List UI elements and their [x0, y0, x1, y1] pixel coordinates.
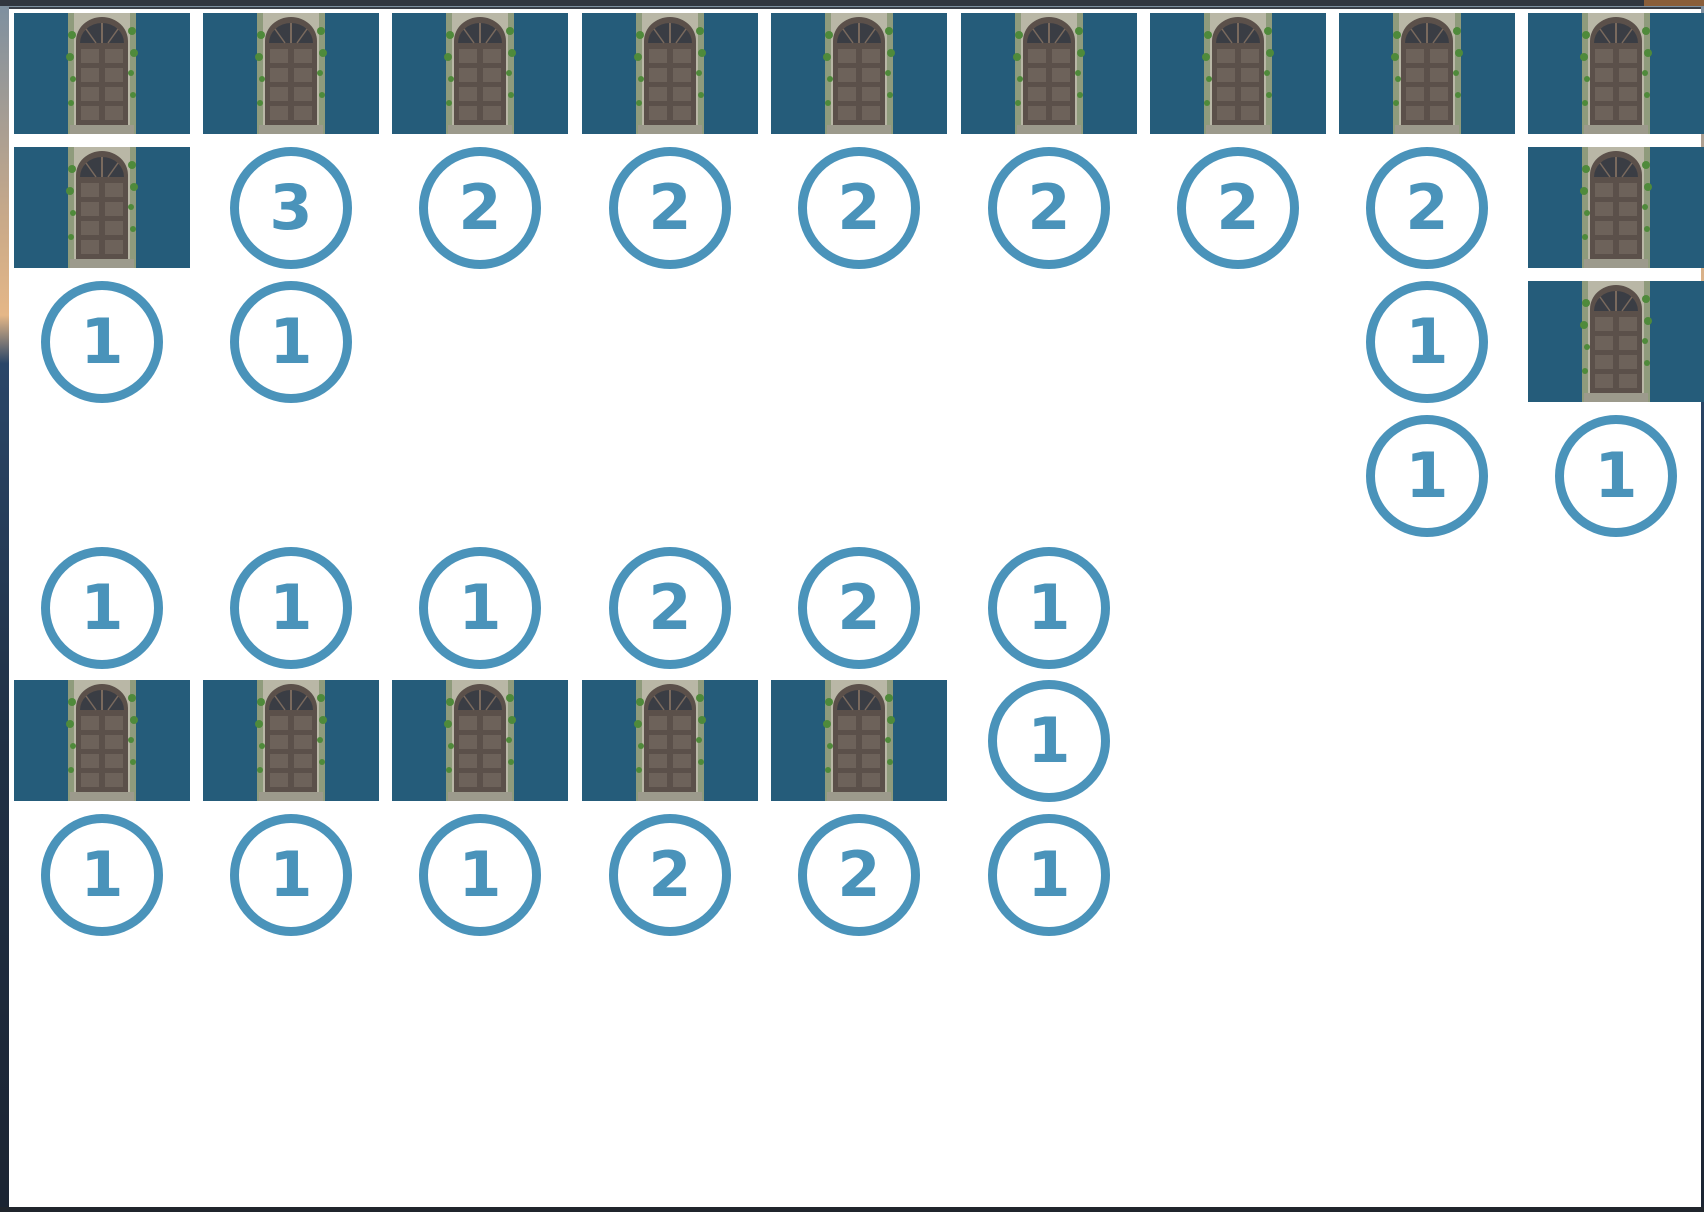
number-badge[interactable]: 1 [230, 281, 352, 403]
door-card[interactable] [203, 680, 379, 801]
number-badge[interactable]: 1 [230, 547, 352, 669]
door-card[interactable] [582, 680, 758, 801]
number-badge-value: 1 [458, 571, 502, 644]
number-badge[interactable]: 1 [1366, 415, 1488, 537]
number-badge[interactable]: 1 [988, 814, 1110, 936]
number-badge[interactable]: 1 [988, 680, 1110, 802]
door-icon [1339, 13, 1515, 134]
number-badge[interactable]: 1 [1366, 281, 1488, 403]
door-icon [392, 13, 568, 134]
door-card[interactable] [203, 13, 379, 134]
number-badge-value: 2 [458, 171, 502, 244]
door-card[interactable] [1528, 13, 1704, 134]
door-icon [771, 680, 947, 801]
number-badge[interactable]: 1 [41, 547, 163, 669]
door-card[interactable] [1339, 13, 1515, 134]
number-badge-value: 2 [648, 171, 692, 244]
number-badge[interactable]: 2 [419, 147, 541, 269]
number-badge[interactable]: 2 [988, 147, 1110, 269]
number-badge[interactable]: 1 [419, 547, 541, 669]
door-card[interactable] [1150, 13, 1326, 134]
number-badge-value: 2 [837, 171, 881, 244]
door-card[interactable] [392, 680, 568, 801]
door-card[interactable] [14, 13, 190, 134]
door-icon [1150, 13, 1326, 134]
number-badge-value: 1 [458, 838, 502, 911]
number-badge[interactable]: 1 [41, 814, 163, 936]
number-badge-value: 2 [1027, 171, 1071, 244]
number-badge-value: 1 [269, 305, 313, 378]
number-badge[interactable]: 2 [798, 814, 920, 936]
door-icon [392, 680, 568, 801]
window-top-bar-accent [1644, 0, 1704, 6]
door-icon [1528, 147, 1704, 268]
door-icon [203, 680, 379, 801]
number-badge-value: 1 [269, 571, 313, 644]
number-badge-value: 1 [80, 838, 124, 911]
door-icon [14, 680, 190, 801]
number-badge[interactable]: 2 [798, 547, 920, 669]
number-badge-value: 2 [1216, 171, 1260, 244]
number-badge[interactable]: 1 [988, 547, 1110, 669]
door-icon [961, 13, 1137, 134]
number-badge[interactable]: 2 [609, 147, 731, 269]
number-badge[interactable]: 2 [1366, 147, 1488, 269]
number-badge-value: 2 [837, 571, 881, 644]
number-badge[interactable]: 2 [798, 147, 920, 269]
door-card[interactable] [582, 13, 758, 134]
window-top-bar [0, 0, 1704, 6]
number-badge-value: 2 [837, 838, 881, 911]
window-bottom-edge [0, 1207, 1704, 1212]
number-badge-value: 1 [80, 571, 124, 644]
door-card[interactable] [14, 147, 190, 268]
number-badge[interactable]: 2 [609, 814, 731, 936]
door-icon [1528, 13, 1704, 134]
door-icon [582, 680, 758, 801]
number-badge[interactable]: 2 [1177, 147, 1299, 269]
number-badge[interactable]: 2 [609, 547, 731, 669]
door-card[interactable] [771, 680, 947, 801]
door-icon [1528, 281, 1704, 402]
number-badge-value: 1 [80, 305, 124, 378]
door-icon [14, 13, 190, 134]
number-badge-value: 1 [1405, 305, 1449, 378]
number-badge-value: 3 [269, 171, 313, 244]
door-icon [14, 147, 190, 268]
door-card[interactable] [1528, 147, 1704, 268]
door-icon [582, 13, 758, 134]
number-badge-value: 1 [1594, 439, 1638, 512]
number-badge[interactable]: 1 [419, 814, 541, 936]
number-badge-value: 1 [1027, 838, 1071, 911]
door-icon [203, 13, 379, 134]
game-board: 3 2 2 2 2 2 2 [9, 7, 1704, 1209]
number-badge[interactable]: 1 [230, 814, 352, 936]
number-badge-value: 1 [269, 838, 313, 911]
number-badge-value: 1 [1027, 571, 1071, 644]
door-card[interactable] [771, 13, 947, 134]
door-card[interactable] [14, 680, 190, 801]
number-badge[interactable]: 1 [41, 281, 163, 403]
number-badge-value: 1 [1405, 439, 1449, 512]
number-badge-value: 2 [1405, 171, 1449, 244]
number-badge-value: 2 [648, 571, 692, 644]
door-icon [771, 13, 947, 134]
number-badge[interactable]: 3 [230, 147, 352, 269]
number-badge-value: 2 [648, 838, 692, 911]
number-badge-value: 1 [1027, 704, 1071, 777]
door-card[interactable] [961, 13, 1137, 134]
number-badge[interactable]: 1 [1555, 415, 1677, 537]
door-card[interactable] [392, 13, 568, 134]
door-card[interactable] [1528, 281, 1704, 402]
